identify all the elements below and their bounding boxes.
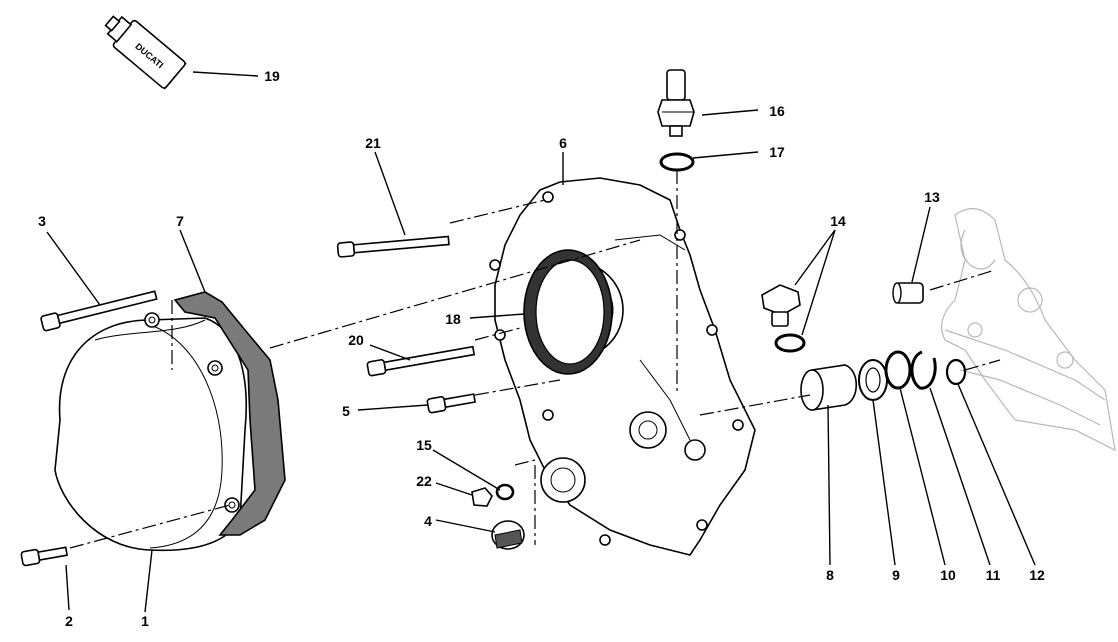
cover-gasket bbox=[173, 291, 286, 536]
circlip bbox=[910, 350, 937, 390]
bushing-13 bbox=[892, 282, 924, 304]
screw-20 bbox=[366, 345, 476, 377]
callout-10: 10 bbox=[940, 567, 956, 583]
callout-4: 4 bbox=[424, 513, 432, 529]
spacer-sleeve bbox=[800, 364, 858, 411]
callout-3: 3 bbox=[38, 213, 46, 229]
callout-22: 22 bbox=[416, 473, 432, 489]
callout-20: 20 bbox=[348, 332, 364, 348]
screw-3 bbox=[40, 290, 158, 332]
seal-4 bbox=[491, 520, 525, 550]
callout-12: 12 bbox=[1029, 567, 1045, 583]
callout-7: 7 bbox=[176, 213, 184, 229]
callout-6: 6 bbox=[559, 135, 567, 151]
assembly-axis-lines bbox=[69, 170, 1001, 549]
cap-o-ring bbox=[774, 333, 806, 353]
callout-13: 13 bbox=[924, 189, 940, 205]
callout-21: 21 bbox=[365, 135, 381, 151]
oil-filler-cap bbox=[761, 284, 801, 327]
callout-15: 15 bbox=[416, 437, 432, 453]
callout-14: 14 bbox=[830, 213, 846, 229]
leader-lines bbox=[46, 71, 1036, 613]
screw-5 bbox=[426, 393, 477, 414]
callout-2: 2 bbox=[65, 613, 73, 629]
small-washer-15 bbox=[495, 483, 515, 501]
callout-17: 17 bbox=[769, 144, 785, 160]
engine-ghost-outline bbox=[941, 208, 1116, 452]
callout-labels: 1 2 3 4 5 6 7 8 9 10 11 12 13 14 15 16 1… bbox=[38, 68, 1045, 629]
oil-sensor bbox=[657, 69, 695, 137]
sealant-tube: DUCATI bbox=[104, 15, 187, 90]
screw-21 bbox=[336, 235, 450, 258]
plug-22 bbox=[471, 487, 493, 507]
callout-8: 8 bbox=[826, 567, 834, 583]
small-o-ring bbox=[945, 358, 967, 386]
crankcase-housing bbox=[489, 177, 756, 556]
bearing-ring bbox=[858, 359, 888, 401]
callout-11: 11 bbox=[986, 567, 1001, 583]
callout-16: 16 bbox=[769, 103, 785, 119]
callout-5: 5 bbox=[342, 403, 350, 419]
callout-9: 9 bbox=[892, 567, 900, 583]
callout-1: 1 bbox=[141, 613, 149, 629]
callout-19: 19 bbox=[264, 68, 280, 84]
clutch-cover bbox=[54, 312, 248, 552]
oil-seal-ring bbox=[523, 249, 613, 375]
callout-18: 18 bbox=[445, 311, 461, 327]
sensor-washer bbox=[659, 152, 695, 172]
screw-2 bbox=[20, 546, 69, 567]
washer-ring bbox=[884, 350, 912, 390]
